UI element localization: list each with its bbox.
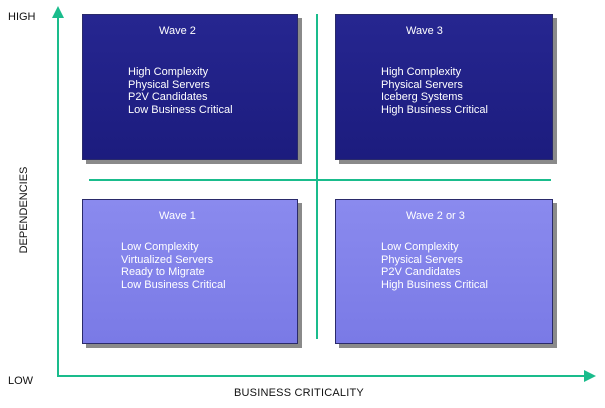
quadrant-item: Virtualized Servers [121,253,214,266]
quadrant-item: Physical Servers [381,253,463,266]
x-axis-title: BUSINESS CRITICALITY [234,387,364,399]
quadrant-item: Low Complexity [381,241,459,253]
quadrant-item: Ready to Migrate [121,266,205,278]
quadrant-wave-2-or-3: Wave 2 or 3 Low Complexity Physical Serv… [335,199,553,344]
quadrant-item: High Business Critical [381,103,488,116]
y-axis-low-label: LOW [8,375,34,387]
quadrant-title: Wave 2 or 3 [406,210,465,222]
quadrant-item: P2V Candidates [128,91,208,103]
quadrant-title: Wave 3 [406,25,443,37]
quadrant-wave-2: Wave 2 High Complexity Physical Servers … [82,14,298,160]
quadrant-item: Low Business Critical [128,103,233,116]
quadrant-title: Wave 2 [159,25,196,37]
quadrant-item: High Business Critical [381,278,488,291]
quadrant-item: Low Business Critical [121,278,226,291]
quadrant-item: High Complexity [128,66,209,78]
quadrant-wave-1: Wave 1 Low Complexity Virtualized Server… [82,199,298,344]
quadrant-item: Physical Servers [381,78,463,91]
quadrant-items: High Complexity Physical Servers Iceberg… [381,66,488,116]
quadrant-items: Low Complexity Physical Servers P2V Cand… [381,241,488,291]
y-axis-high-label: HIGH [8,11,36,23]
quadrant-items: Low Complexity Virtualized Servers Ready… [121,241,226,291]
quadrant-item: Physical Servers [128,78,210,91]
y-axis-arrow-icon [52,6,64,18]
y-axis-title: DEPENDENCIES [18,166,30,254]
quadrant-item: Low Complexity [121,241,199,253]
quadrant-title: Wave 1 [159,210,196,222]
quadrant-item: Iceberg Systems [381,91,463,103]
quadrant-items: High Complexity Physical Servers P2V Can… [128,66,233,116]
quadrant-wave-3: Wave 3 High Complexity Physical Servers … [335,14,553,160]
x-axis-arrow-icon [584,370,596,382]
quadrant-item: P2V Candidates [381,266,461,278]
quadrant-item: High Complexity [381,66,462,78]
